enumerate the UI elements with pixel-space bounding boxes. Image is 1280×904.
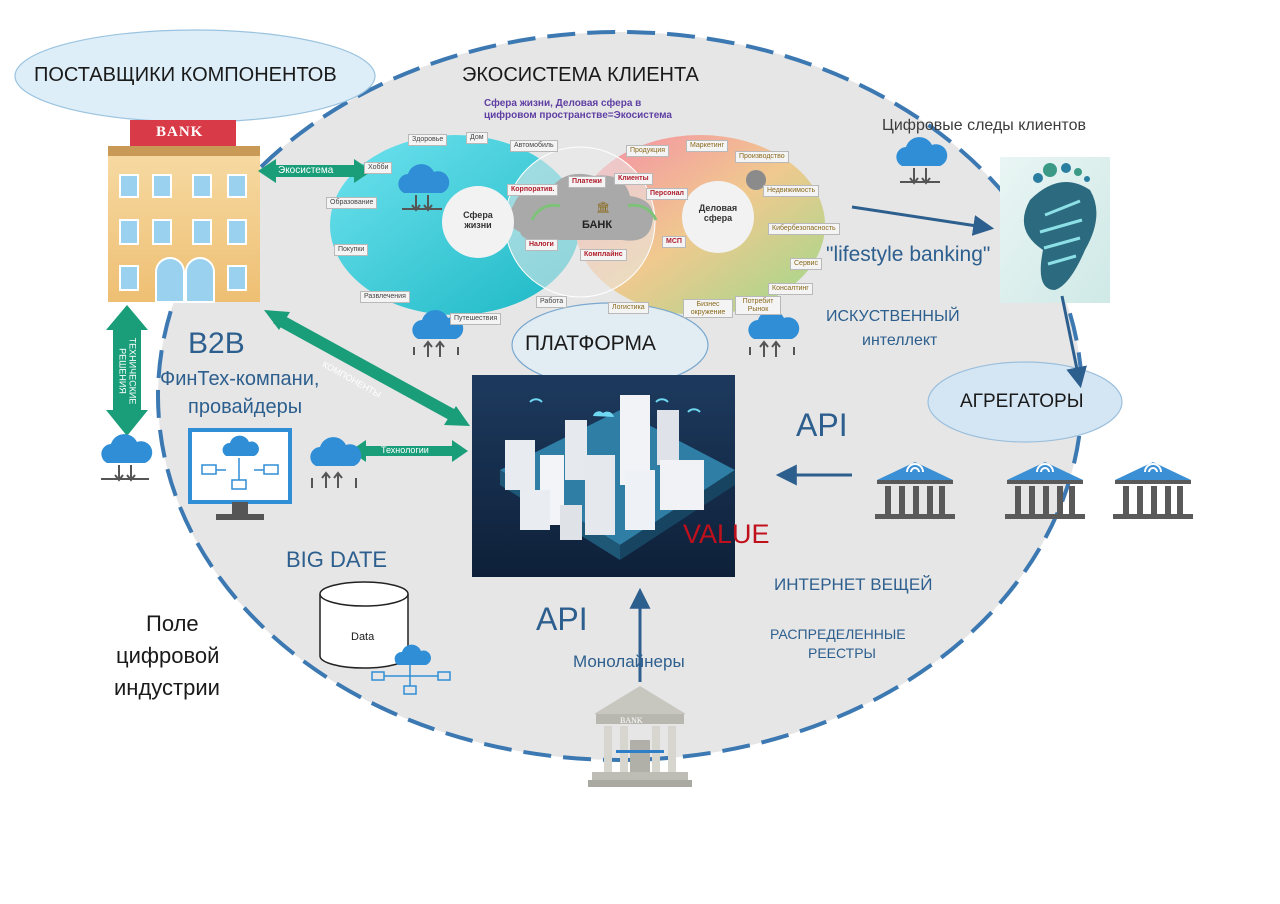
monoliner-bank-image [588,686,692,787]
tag-shopping: Покупки [334,244,369,256]
cloud-upload-icon [412,310,464,357]
platform-city-image [472,375,735,577]
cloud-download-icon [398,164,450,212]
tag-production: Производство [735,151,789,163]
fintech-label-line1: ФинТех-компани, [160,368,320,390]
tag-marketing: Маркетинг [686,140,729,152]
tag-consumer-market-line1: Потребит [742,298,774,305]
tag-logistics: Логистика [608,302,649,314]
suppliers-title: ПОСТАВЩИКИ КОМПОНЕНТОВ [34,64,337,86]
field-label-line2: цифровой [116,643,220,668]
bank-sphere-label: БАНК [582,219,613,231]
iot-label: ИНТЕРНЕТ ВЕЩЕЙ [774,575,933,594]
value-label: VALUE [683,519,770,549]
data-label: Data [351,631,375,643]
tag-consumer-market-line2: Рынок [747,305,769,313]
footprint-image [1000,157,1110,303]
business-sphere-line2: сфера [703,212,733,223]
arrow-technologies-label: Технологии [381,445,429,455]
business-sphere-label: Деловая сфера [696,203,740,224]
monoliner-bank-sign: BANK [620,716,643,725]
cloud-upload-icon [748,310,800,357]
tag-staff: Персонал [646,188,688,200]
b2b-label: B2B [188,327,245,360]
field-label-line3: индустрии [114,675,220,700]
arrow-ecosystem [258,159,372,183]
life-sphere-label: Сфера жизни [463,210,493,231]
signal-left-icon [530,203,561,221]
ai-label-line1: ИСКУСТВЕННЫЙ [826,308,960,325]
big-date-label: BIG DATE [286,547,388,572]
tag-clients: Клиенты [614,173,653,185]
tag-hobby: Хобби [364,162,393,174]
tag-real-estate: Недвижимость [763,185,820,197]
field-label-line1: Поле [146,611,199,636]
tag-compliance: Комплайнс [580,249,627,261]
tag-entertainment: Развлечения [360,291,410,303]
globe-icon [746,170,766,190]
arrow-tech-solutions-label: ТЕХНИЧЕСКИЕ РЕШЕНИЯ [99,326,155,416]
bank-building-icon: 🏛 [596,202,610,214]
tag-house: Дом [466,132,488,144]
ecosystem-subtitle: Сфера жизни, Деловая сфера в цифровом пр… [484,98,672,121]
tag-consumer-market: Потребит Рынок [735,296,781,316]
arrow-ecosystem-label: Экосистема [278,165,334,176]
tag-health: Здоровье [408,134,448,146]
arrow-tech-solutions [106,305,148,436]
tech-solutions-line2: РЕШЕНИЯ [117,348,127,394]
database-icon [319,581,451,695]
tag-service: Сервис [790,258,822,270]
bank-building-image [108,120,260,303]
tag-auto: Автомобиль [510,140,558,152]
tag-education: Образование [326,197,378,209]
arrow-to-aggregators [1060,295,1087,389]
tag-work: Работа [536,296,568,308]
tag-payments: Платежи [568,176,606,188]
signal-right-icon [627,203,658,221]
fintech-label-line2: провайдеры [188,396,303,418]
dlt-label-line2: РЕЕСТРЫ [808,645,876,661]
tag-sme: МСП [662,236,686,248]
monoliners-label: Монолайнеры [573,652,685,671]
tech-solutions-line1: ТЕХНИЧЕСКИЕ [127,337,138,405]
digital-traces-label: Цифровые следы клиентов [882,117,1086,134]
life-sphere-line2: жизни [464,219,492,230]
arrow-components [264,310,470,426]
business-sphere-line1: Деловая [698,203,738,213]
aggregators-title: АГРЕГАТОРЫ [960,391,1084,412]
tag-products: Продукция [626,145,670,157]
tag-cybersecurity: Кибербезопасность [768,223,840,235]
life-sphere-line1: Сфера [463,210,493,220]
tag-business-env-line1: Бизнес [696,301,720,308]
tag-travel: Путешествия [450,313,502,325]
tag-corporate: Корпоратив. [507,184,559,196]
tag-business-env-line2: окружение [690,308,726,316]
api-right-label: API [796,407,848,443]
dlt-label-line1: РАСПРЕДЕЛЕННЫЕ [770,626,906,642]
cloud-download-icon [896,137,948,185]
business-circle [682,181,754,253]
lifestyle-banking-label: "lifestyle banking" [826,243,991,266]
monitor-icon [188,428,292,520]
tag-taxes: Налоги [525,239,558,251]
arrow-to-footprints [851,205,995,236]
cloud-download-icon [101,434,153,482]
tag-business-env: Бизнес окружение [683,299,733,319]
cloud-upload-icon [310,437,362,488]
bank-icon [1112,461,1194,520]
api-bottom-label: API [536,601,588,637]
platform-title: ПЛАТФОРМА [525,332,656,355]
ai-label-line2: интеллект [862,332,938,349]
bank-sign: BANK [156,124,204,140]
life-circle [442,186,514,258]
ecosystem-title: ЭКОСИСТЕМА КЛИЕНТА [462,64,699,86]
tag-consulting: Консалтинг [768,283,813,295]
